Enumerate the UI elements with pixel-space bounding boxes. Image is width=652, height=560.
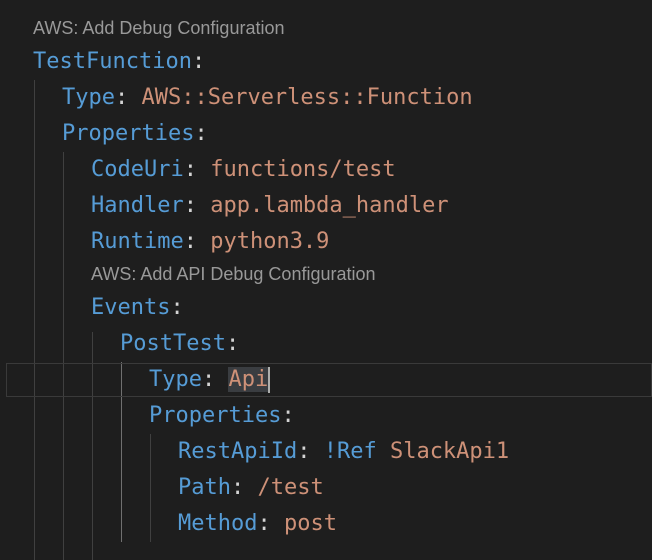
yaml-colon: : bbox=[183, 157, 197, 182]
yaml-value: functions/test bbox=[210, 157, 396, 182]
yaml-colon: : bbox=[183, 229, 197, 254]
yaml-value-highlighted: Api bbox=[228, 367, 269, 392]
yaml-colon: : bbox=[183, 193, 197, 218]
yaml-key: Properties bbox=[62, 121, 195, 146]
yaml-colon: : bbox=[297, 439, 311, 464]
yaml-colon: : bbox=[281, 403, 295, 428]
code-line-8: PostTest: bbox=[120, 326, 652, 362]
yaml-colon: : bbox=[201, 367, 216, 392]
yaml-key: RestApiId bbox=[178, 439, 298, 464]
yaml-key: Events bbox=[91, 295, 171, 320]
code-line-5: Handler: app.lambda_handler bbox=[91, 188, 652, 224]
yaml-key: Method bbox=[178, 511, 258, 536]
yaml-colon: : bbox=[194, 121, 208, 146]
yaml-value: app.lambda_handler bbox=[210, 193, 449, 218]
indent-guide bbox=[34, 80, 35, 560]
yaml-key: Type bbox=[62, 85, 115, 110]
code-line-12: Path: /test bbox=[178, 470, 652, 506]
yaml-value: python3.9 bbox=[210, 229, 330, 254]
code-line-6: Runtime: python3.9 bbox=[91, 224, 652, 260]
indent-guide bbox=[63, 152, 64, 560]
code-line-2: Type: AWS::Serverless::Function bbox=[62, 80, 652, 116]
indent-guide bbox=[92, 332, 93, 560]
yaml-key: CodeUri bbox=[91, 157, 184, 182]
yaml-key: Path bbox=[178, 475, 231, 500]
yaml-value: AWS::Serverless::Function bbox=[141, 85, 473, 110]
yaml-colon: : bbox=[230, 475, 245, 500]
indent-guide-active bbox=[121, 362, 122, 542]
code-line-1: TestFunction: bbox=[33, 44, 652, 80]
yaml-key: PostTest bbox=[120, 331, 226, 356]
yaml-colon: : bbox=[225, 331, 240, 356]
add-debug-configuration-codelens[interactable]: AWS: Add Debug Configuration bbox=[33, 18, 285, 38]
indent-guide bbox=[150, 434, 151, 542]
code-line-9: Type: Api bbox=[149, 362, 652, 398]
yaml-tag: !Ref bbox=[323, 439, 377, 464]
code-line-10: Properties: bbox=[149, 398, 652, 434]
yaml-key: Runtime bbox=[91, 229, 184, 254]
code-line-11: RestApiId: !Ref SlackApi1 bbox=[178, 434, 652, 470]
add-api-debug-configuration-codelens[interactable]: AWS: Add API Debug Configuration bbox=[91, 264, 376, 284]
code-line-3: Properties: bbox=[62, 116, 652, 152]
code-line-7: Events: bbox=[91, 290, 652, 326]
code-line-4: CodeUri: functions/test bbox=[91, 152, 652, 188]
yaml-key: Type bbox=[149, 367, 202, 392]
yaml-value: SlackApi1 bbox=[389, 439, 510, 464]
yaml-value: post bbox=[283, 511, 337, 536]
yaml-colon: : bbox=[191, 49, 206, 74]
yaml-key: TestFunction bbox=[33, 49, 192, 74]
yaml-value: /test bbox=[257, 475, 324, 500]
code-line-13: Method: post bbox=[178, 506, 652, 542]
yaml-key: Properties bbox=[149, 403, 282, 428]
yaml-key: Handler bbox=[91, 193, 184, 218]
text-cursor bbox=[268, 367, 271, 393]
yaml-colon: : bbox=[114, 85, 129, 110]
yaml-colon: : bbox=[170, 295, 184, 320]
yaml-colon: : bbox=[257, 511, 271, 536]
